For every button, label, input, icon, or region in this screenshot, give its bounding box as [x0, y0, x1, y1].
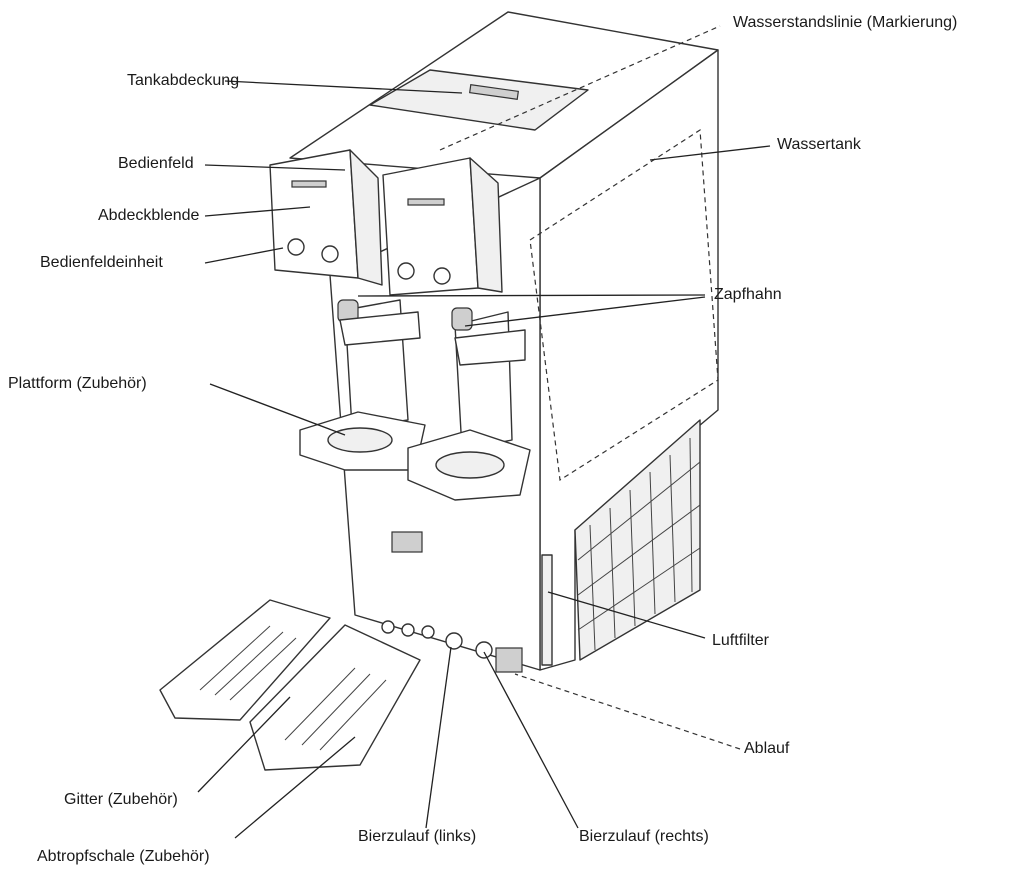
- label-ablauf: Ablauf: [744, 740, 790, 757]
- label-luftfilter: Luftfilter: [712, 632, 769, 649]
- label-bedienfeldeinheit: Bedienfeldeinheit: [40, 254, 163, 271]
- panel-right-side: [469, 157, 503, 293]
- grid-lines: [199, 625, 387, 751]
- panel-right-knob-2: [433, 267, 451, 285]
- tap-nozzle-right: [454, 329, 526, 366]
- label-abdeckblende: Abdeckblende: [98, 207, 200, 224]
- panel-left-knob-2: [321, 245, 339, 263]
- leader-lines: [197, 80, 771, 839]
- panel-left-knob-1: [287, 238, 305, 256]
- label-abtropfschale: Abtropfschale (Zubehör): [37, 848, 210, 865]
- vent-grille: [574, 419, 701, 661]
- tap-handle-right: [451, 307, 473, 331]
- drip-tray-right: [249, 624, 421, 771]
- drain-box: [495, 647, 523, 673]
- label-plattform: Plattform (Zubehör): [8, 375, 147, 392]
- water-level-line: [439, 25, 721, 151]
- tap-nozzle-left: [339, 311, 421, 346]
- label-bierzulauf-links: Bierzulauf (links): [358, 828, 477, 845]
- drip-tray-left: [159, 599, 331, 721]
- label-tankabdeckung: Tankabdeckung: [127, 72, 240, 89]
- label-bedienfeld: Bedienfeld: [118, 155, 194, 172]
- tank-lid-handle: [468, 84, 520, 100]
- label-gitter: Gitter (Zubehör): [64, 791, 178, 808]
- fitting-2: [401, 623, 415, 637]
- label-wasserstandslinie: Wasserstandslinie (Markierung): [733, 14, 958, 31]
- fitting-3: [421, 625, 435, 639]
- platform-right-cup: [435, 451, 505, 479]
- panel-right: [382, 157, 479, 296]
- panel-left-label: [291, 180, 327, 188]
- water-tank-outline: [529, 128, 719, 482]
- label-zapfhahn: Zapfhahn: [714, 286, 782, 303]
- fitting-1: [381, 620, 395, 634]
- label-bierzulauf-rechts: Bierzulauf (rechts): [579, 828, 709, 845]
- panel-left-side: [349, 149, 383, 286]
- panel-right-label: [407, 198, 445, 206]
- panel-right-knob-1: [397, 262, 415, 280]
- label-wassertank: Wassertank: [777, 136, 861, 153]
- air-filter-strip: [541, 554, 553, 666]
- beer-inlet-right-port: [475, 641, 493, 659]
- power-switch: [391, 531, 423, 553]
- tank-lid: [369, 69, 589, 131]
- beer-inlet-left-port: [445, 632, 463, 650]
